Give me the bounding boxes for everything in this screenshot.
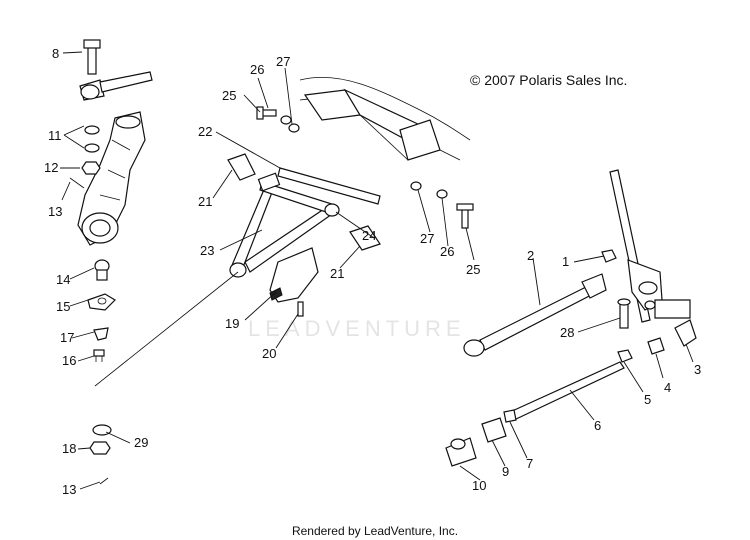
washer-11-bottom <box>84 143 100 153</box>
washer-27-lower <box>410 181 422 191</box>
guard-plate-19 <box>269 247 319 303</box>
bolt-16 <box>93 349 105 362</box>
callout-23: 23 <box>200 243 214 258</box>
callout-28: 28 <box>560 325 574 340</box>
callout-15: 15 <box>56 299 70 314</box>
steering-knuckle <box>77 111 146 246</box>
frame-section <box>299 76 471 161</box>
copyright-notice: © 2007 Polaris Sales Inc. <box>470 72 628 88</box>
callout-5: 5 <box>644 392 651 407</box>
bolt-28 <box>617 298 631 329</box>
callout-13-upper: 13 <box>48 204 62 219</box>
callout-6: 6 <box>594 418 601 433</box>
callout-27-upper: 27 <box>276 54 290 69</box>
ball-joint-14 <box>94 259 110 281</box>
steering-post <box>609 169 691 323</box>
callout-26-upper: 26 <box>250 62 264 77</box>
callout-12: 12 <box>44 160 58 175</box>
washer-26-lower <box>436 189 448 199</box>
callout-24: 24 <box>362 228 376 243</box>
screw-20 <box>297 301 304 317</box>
callout-4: 4 <box>664 380 671 395</box>
callout-8: 8 <box>52 46 59 61</box>
callout-17: 17 <box>60 330 74 345</box>
pivot-tube-22 <box>277 167 381 205</box>
callout-7: 7 <box>526 456 533 471</box>
tie-rod-2 <box>463 273 607 357</box>
cotter-pin-13-upper <box>69 177 85 189</box>
bolt-25-lower <box>456 203 474 229</box>
callout-26-lower: 26 <box>440 244 454 259</box>
washer-11-top <box>84 125 100 135</box>
callout-25-lower: 25 <box>466 262 480 277</box>
callout-10: 10 <box>472 478 486 493</box>
washer-27-upper <box>288 123 300 133</box>
nut-7 <box>503 409 517 423</box>
callout-29: 29 <box>134 435 148 450</box>
washer-26-upper <box>280 115 292 125</box>
callout-13-lower: 13 <box>62 482 76 497</box>
callout-2: 2 <box>527 248 534 263</box>
callout-16: 16 <box>62 353 76 368</box>
callout-11: 11 <box>48 128 62 143</box>
leader-lines <box>60 51 694 490</box>
callout-9: 9 <box>502 464 509 479</box>
tie-rod-6 <box>509 361 625 421</box>
tie-rod-end-upper <box>79 39 153 101</box>
jam-nut-4 <box>647 337 665 355</box>
callout-18: 18 <box>62 441 76 456</box>
nut-5 <box>617 349 633 363</box>
a-arm-assembly <box>229 172 340 278</box>
callout-14: 14 <box>56 272 70 287</box>
callout-22: 22 <box>198 124 212 139</box>
retainer-plate-15 <box>87 293 116 311</box>
seal-17 <box>93 327 109 341</box>
tie-rod-end-3 <box>674 319 697 347</box>
callout-20: 20 <box>262 346 276 361</box>
bushing-21-upper <box>227 153 256 181</box>
nut-1 <box>601 249 617 263</box>
bushing-21-lower <box>349 225 381 251</box>
callout-3: 3 <box>694 362 701 377</box>
nut-12 <box>81 161 101 175</box>
alignment-line <box>94 271 239 387</box>
footer-credit: Rendered by LeadVenture, Inc. <box>291 524 459 538</box>
cotter-pin-13-lower <box>99 477 109 485</box>
tie-rod-end-9 <box>481 417 507 443</box>
callout-21-lower: 21 <box>330 266 344 281</box>
callout-27-lower: 27 <box>420 231 434 246</box>
callout-21-upper: 21 <box>198 194 212 209</box>
callout-1: 1 <box>562 254 569 269</box>
callout-19: 19 <box>225 316 239 331</box>
callout-25-upper: 25 <box>222 88 236 103</box>
callout-labels: 8 11 12 13 14 15 17 16 18 29 13 26 27 25… <box>44 46 701 497</box>
nut-18 <box>89 441 111 455</box>
bolt-25-upper <box>256 106 277 120</box>
